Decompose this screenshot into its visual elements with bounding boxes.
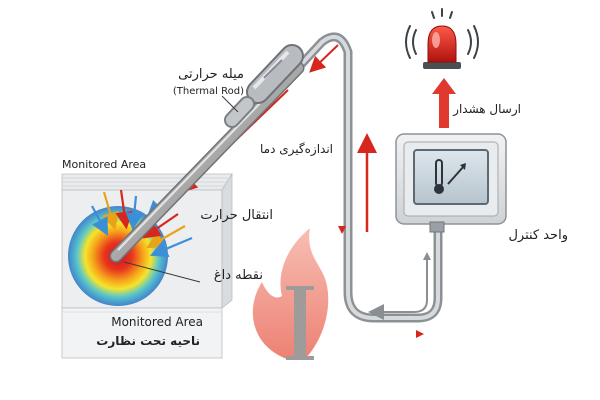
cable-arrow-return xyxy=(368,258,428,320)
cable-arrow-red-top xyxy=(309,44,339,73)
siren-icon xyxy=(405,8,479,69)
thermal-rod xyxy=(109,44,305,263)
leader-hotspot xyxy=(123,261,201,283)
control-unit xyxy=(395,133,507,233)
heat-transfer-arrows xyxy=(91,189,193,257)
label-hotspot: نقطه داغ xyxy=(214,268,263,283)
thermometer-icon xyxy=(434,159,466,194)
label-measure: اندازه‌گیری دما xyxy=(260,142,333,157)
alarm-arrow xyxy=(432,78,456,128)
leader-rod xyxy=(221,95,239,113)
label-area-top: Monitored Area xyxy=(62,158,146,171)
label-rod-fa: میله حرارتی xyxy=(178,67,244,82)
label-area-bottom-fa: ناحیه تحت نظارت xyxy=(96,334,200,348)
flame-logo-icon xyxy=(252,228,329,360)
label-alarm: ارسال هشدار xyxy=(452,102,521,117)
label-rod-en: (Thermal Rod) xyxy=(173,86,244,97)
label-control-unit: واحد کنترل xyxy=(508,228,568,243)
label-area-bottom-en: Monitored Area xyxy=(111,315,203,329)
label-transfer: انتقال حرارت xyxy=(200,208,273,223)
